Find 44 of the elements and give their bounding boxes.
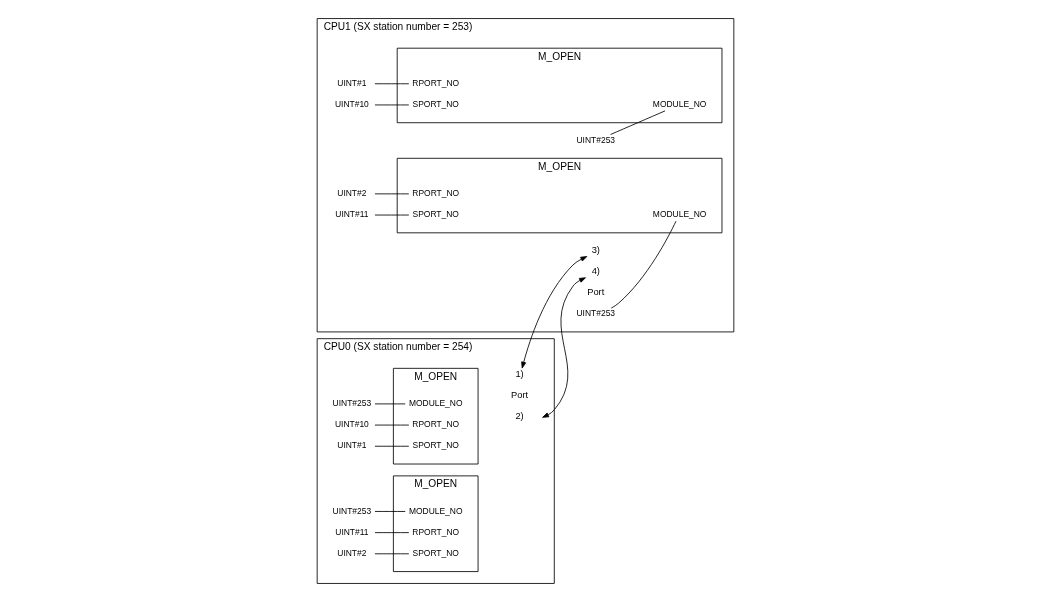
node-text: SPORT_NO bbox=[412, 209, 459, 220]
node-text: 2) bbox=[515, 410, 524, 421]
node-text: RPORT_NO bbox=[412, 419, 460, 430]
node-text: UINT#11 bbox=[335, 526, 369, 537]
node-text: UINT#2 bbox=[337, 187, 367, 198]
node-text: SPORT_NO bbox=[412, 99, 459, 110]
connector bbox=[610, 220, 677, 309]
node-text: MODULE_NO bbox=[408, 398, 463, 409]
node-text: MODULE_NO bbox=[408, 505, 463, 516]
connector bbox=[374, 553, 410, 555]
node-text: 3) bbox=[591, 244, 600, 255]
node-text: UINT#253 bbox=[332, 398, 372, 409]
node-text: 4) bbox=[591, 266, 600, 277]
node-text: MODULE_NO bbox=[652, 99, 707, 110]
node-text: UINT#11 bbox=[335, 209, 369, 220]
node-text: UINT#253 bbox=[576, 308, 616, 319]
node-text: RPORT_NO bbox=[412, 187, 460, 198]
connector bbox=[374, 424, 410, 426]
connector bbox=[374, 83, 410, 85]
connector bbox=[610, 110, 666, 135]
node-text: UINT#10 bbox=[334, 419, 369, 430]
node-text: UINT#10 bbox=[334, 99, 369, 110]
arrow bbox=[521, 256, 588, 369]
node-text: UINT#1 bbox=[337, 77, 367, 88]
connector bbox=[374, 511, 406, 512]
connector bbox=[374, 532, 410, 534]
node-text: RPORT_NO bbox=[412, 77, 460, 88]
connector bbox=[374, 193, 410, 195]
arrow bbox=[542, 277, 586, 418]
node-text: MODULE_NO bbox=[652, 209, 707, 220]
connector bbox=[374, 214, 410, 216]
node-text: SPORT_NO bbox=[412, 440, 459, 451]
node-text: UINT#253 bbox=[576, 134, 616, 145]
node-text: 1) bbox=[515, 368, 524, 379]
node-text: SPORT_NO bbox=[412, 547, 459, 558]
label: Port bbox=[587, 287, 605, 298]
connector bbox=[374, 445, 410, 447]
node-text: UINT#253 bbox=[332, 505, 372, 516]
node-text: UINT#2 bbox=[337, 547, 367, 558]
connector bbox=[374, 403, 406, 405]
node-text: UINT#1 bbox=[337, 440, 367, 451]
connector bbox=[374, 104, 410, 106]
label: Port bbox=[511, 389, 529, 400]
node-text: RPORT_NO bbox=[412, 526, 460, 537]
